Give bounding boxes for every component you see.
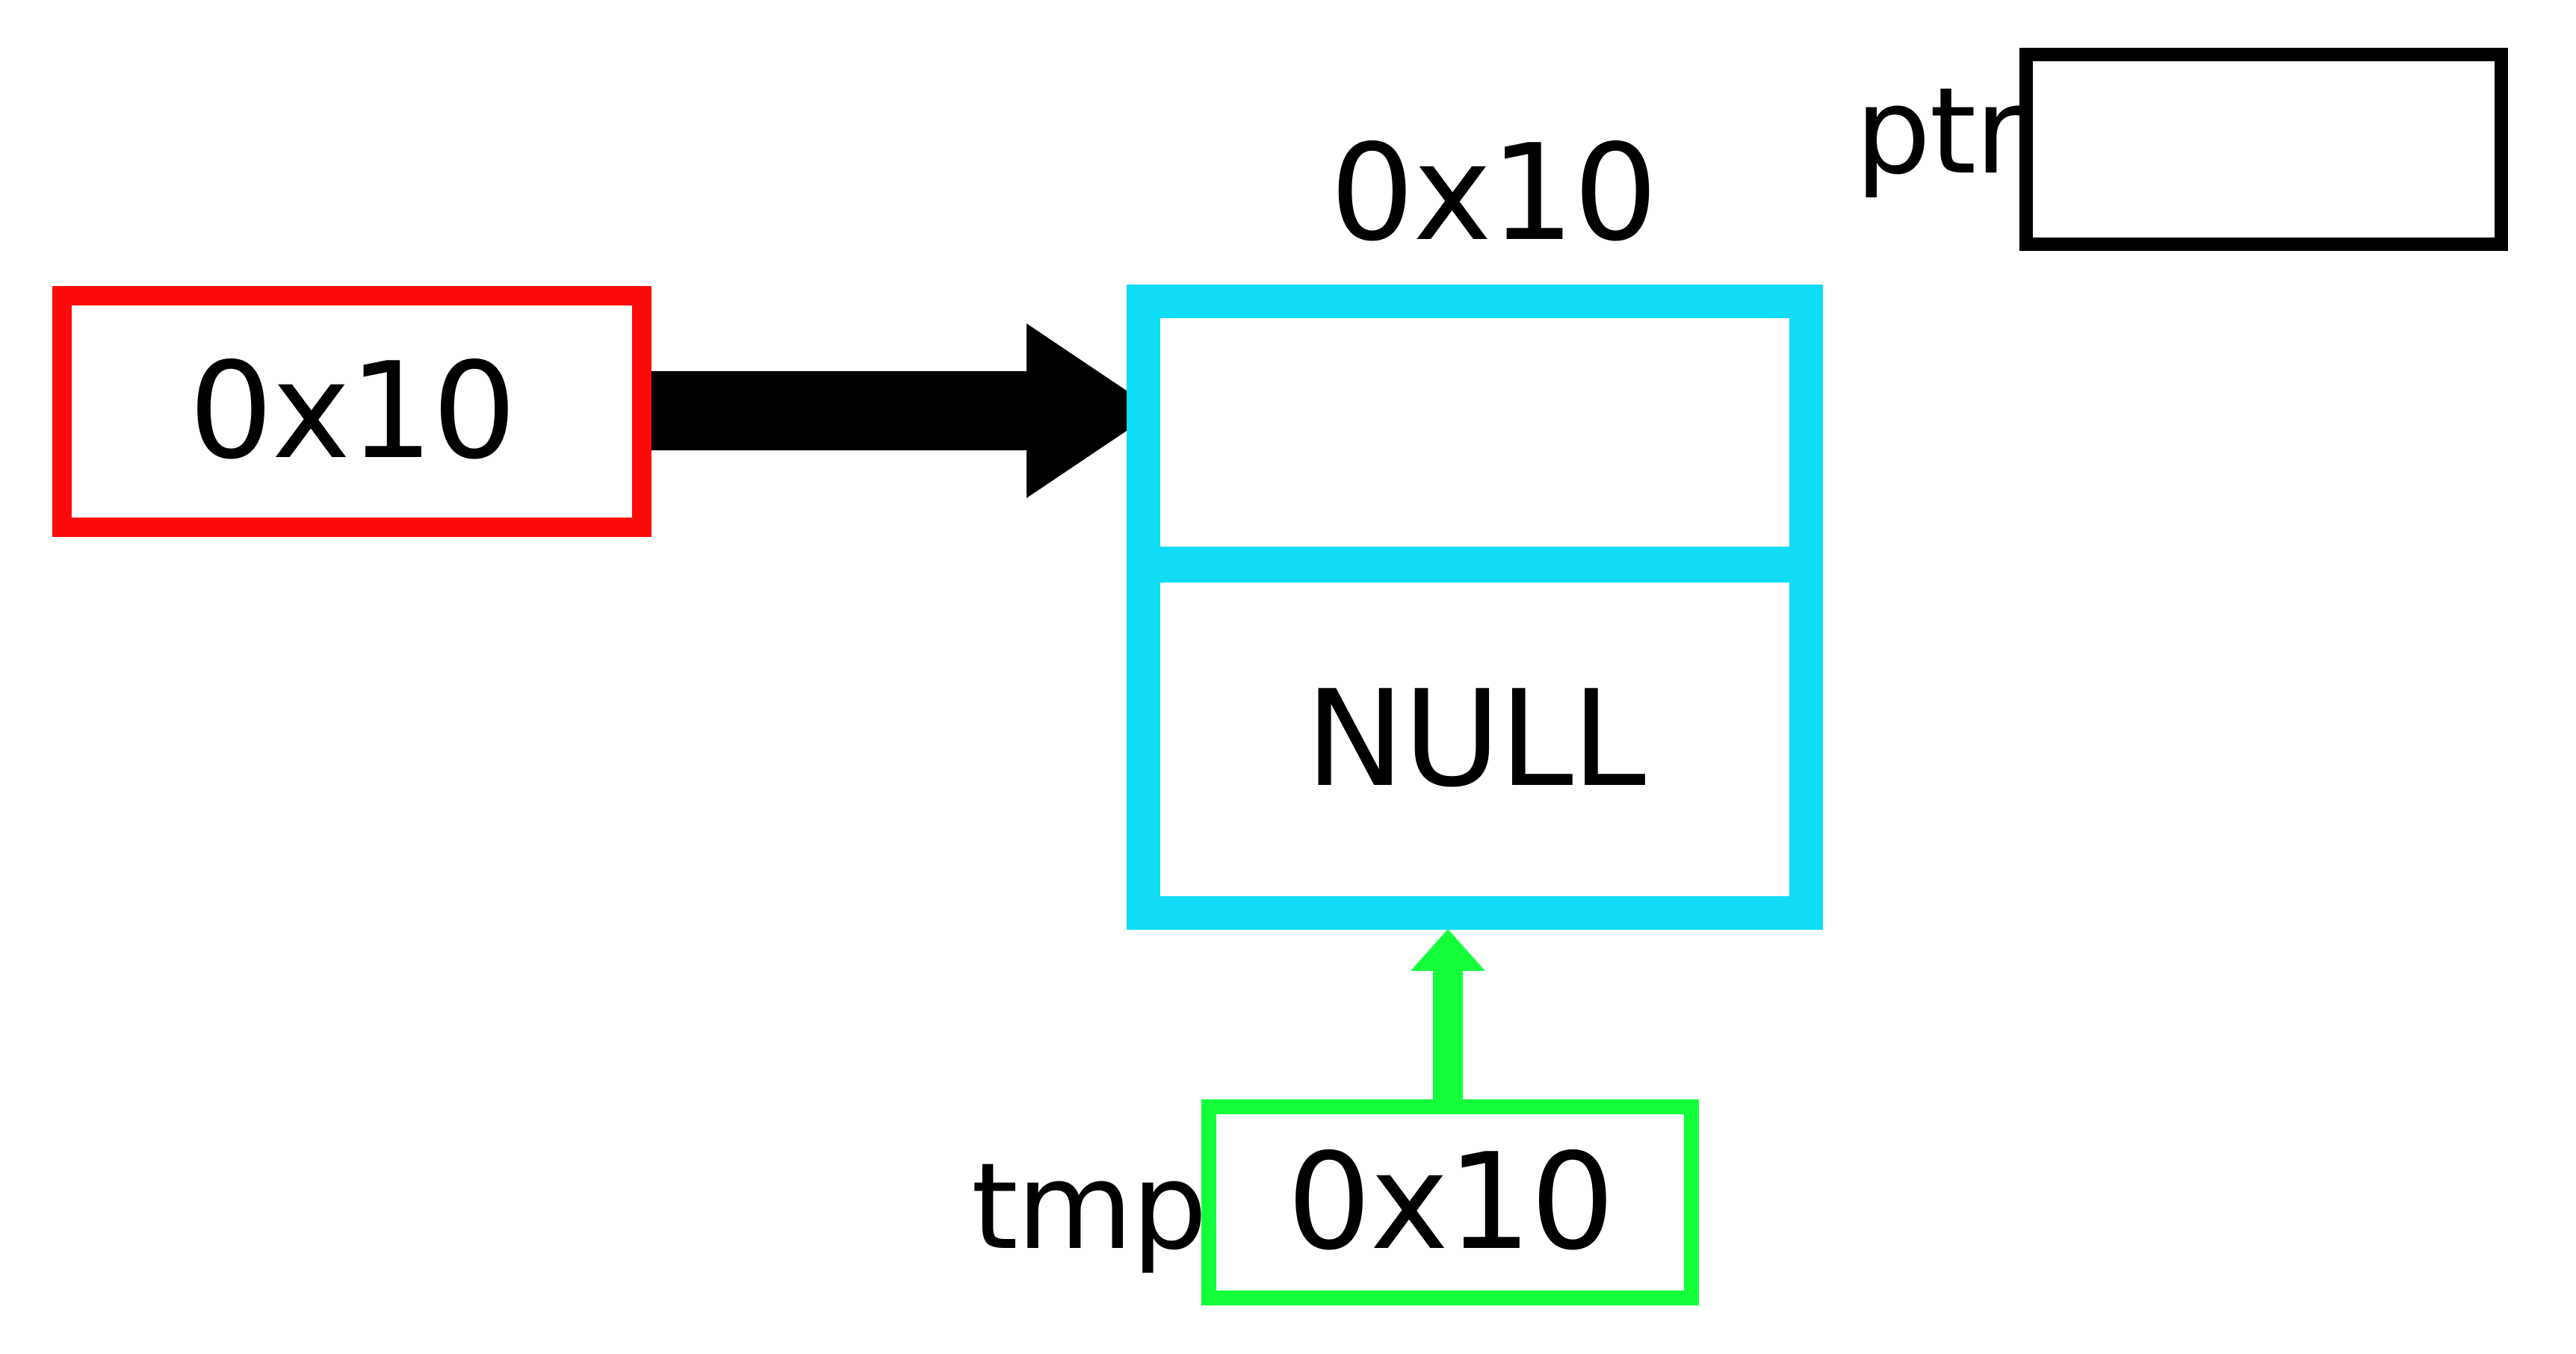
ptr-label: ptr xyxy=(1855,61,2024,201)
list-node: NULL xyxy=(1127,285,1823,930)
tmp-arrow-shaft xyxy=(1433,968,1463,1099)
node-address-label: 0x10 xyxy=(1330,116,1658,270)
node-next-value: NULL xyxy=(1305,662,1646,816)
tmp-arrow-head xyxy=(1411,929,1485,971)
node-data-field xyxy=(1160,318,1789,583)
pointer-box-value: 0x10 xyxy=(188,334,516,488)
pointer-arrow-shape xyxy=(651,323,1157,498)
ptr-box xyxy=(2019,48,2508,251)
tmp-box: 0x10 xyxy=(1201,1099,1699,1305)
tmp-label: tmp xyxy=(971,1137,1207,1276)
pointer-box: 0x10 xyxy=(52,286,651,537)
tmp-box-value: 0x10 xyxy=(1287,1125,1614,1279)
node-next-field: NULL xyxy=(1160,583,1789,896)
